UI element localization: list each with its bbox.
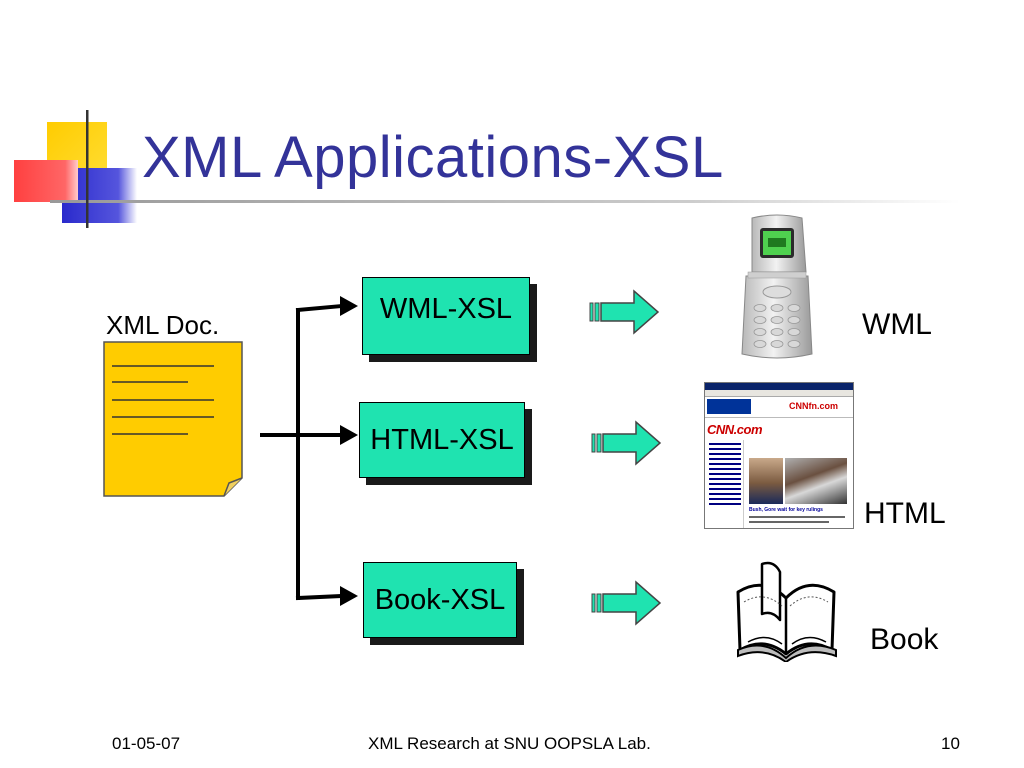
connector-to-book-xsl xyxy=(295,593,345,601)
slide-number: 10 xyxy=(941,734,960,753)
block-arrow-html xyxy=(591,420,662,466)
browser-banner: CNNfn.com xyxy=(705,397,853,418)
html-xsl-box: HTML-XSL xyxy=(359,402,525,478)
browser-title-bar xyxy=(705,383,853,390)
browser-page-content: CNN.com Bush, Gore wait for key rulings xyxy=(705,418,853,528)
xml-document-icon xyxy=(103,341,243,497)
arrowhead-book-xsl xyxy=(340,586,358,606)
arrowhead-html-xsl xyxy=(340,425,358,445)
block-arrow-wml xyxy=(589,289,660,335)
news-photo-right xyxy=(785,458,847,504)
arrowhead-wml-xsl xyxy=(340,296,358,316)
footer-date: 01-05-07 xyxy=(112,734,181,753)
browser-side-nav xyxy=(707,440,744,528)
book-xsl-box: Book-XSL xyxy=(363,562,517,638)
news-photo-left xyxy=(749,458,783,504)
wml-xsl-box: WML-XSL xyxy=(362,277,530,355)
source-document-label: XML Doc. xyxy=(106,310,220,340)
open-book-icon xyxy=(736,561,837,662)
web-browser-screenshot: CNNfn.com CNN.com Bush, Gore wait for ke… xyxy=(704,382,854,529)
browser-menu-bar xyxy=(705,390,853,397)
cnn-logo: CNN.com xyxy=(707,422,763,437)
news-headline: Bush, Gore wait for key rulings xyxy=(749,507,823,513)
footer-center-text: XML Research at SNU OOPSLA Lab. xyxy=(368,734,651,753)
block-arrow-book xyxy=(591,580,662,626)
mobile-phone-icon xyxy=(741,214,813,359)
output-label-html: HTML xyxy=(864,497,946,530)
slide-title: XML Applications-XSL xyxy=(142,125,724,190)
connector-to-wml-xsl xyxy=(295,303,345,313)
output-label-book: Book xyxy=(870,623,939,656)
output-label-wml: WML xyxy=(862,308,932,341)
